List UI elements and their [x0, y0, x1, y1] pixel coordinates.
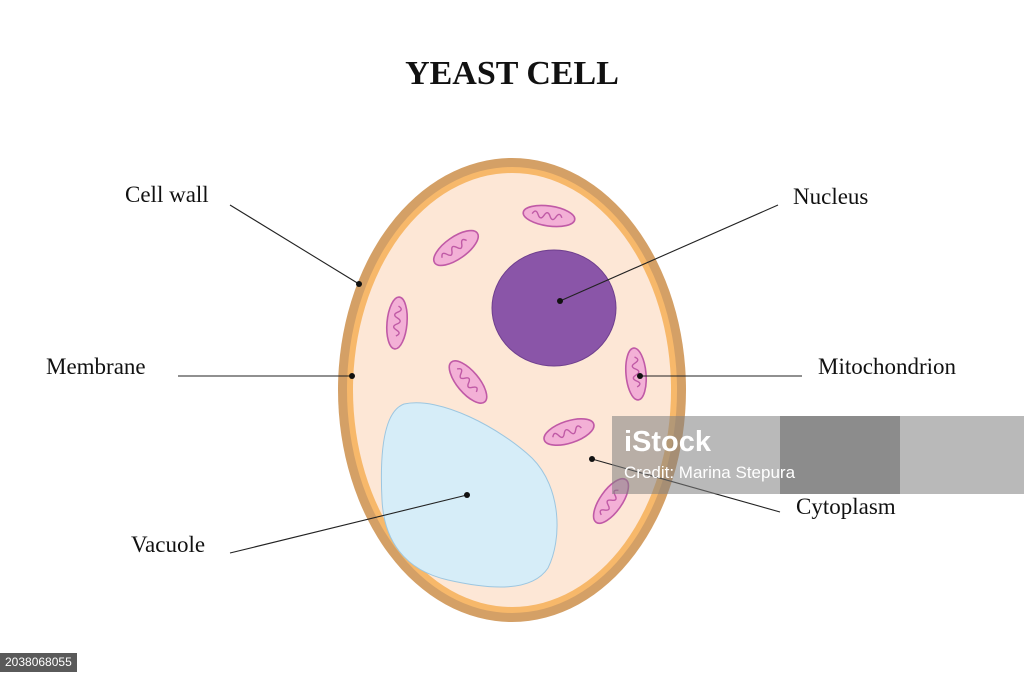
mitochondrion: [385, 296, 409, 350]
diagram-title: YEAST CELL: [405, 55, 619, 92]
label-mitochondrion: Mitochondrion: [818, 354, 956, 379]
mitochondrion: [522, 204, 576, 228]
pointer-dot-cell-wall: [356, 281, 362, 287]
watermark-brand: iStock: [624, 426, 712, 458]
labels: Cell wall Membrane Vacuole Nucleus Mitoc…: [46, 182, 956, 557]
watermark: iStock Credit: Marina Stepura: [612, 416, 1024, 494]
mitochondrion: [448, 360, 488, 404]
watermark-band: [612, 416, 1024, 494]
nucleus: [491, 249, 617, 367]
pointer-dot-cytoplasm: [589, 456, 595, 462]
watermark-shade: [780, 416, 900, 494]
label-cell-wall: Cell wall: [125, 182, 209, 207]
mitochondrion: [432, 229, 480, 267]
mitochondrion: [624, 347, 648, 401]
image-id-badge: 2038068055: [0, 653, 77, 672]
pointer-dot-nucleus: [557, 298, 563, 304]
label-membrane: Membrane: [46, 354, 146, 379]
mitochondria: [385, 204, 648, 525]
watermark-credit: Credit: Marina Stepura: [624, 463, 796, 482]
label-vacuole: Vacuole: [131, 532, 205, 557]
pointer-dot-membrane: [349, 373, 355, 379]
pointer-dot-vacuole: [464, 492, 470, 498]
pointer-dot-mitochondrion: [637, 373, 643, 379]
leader-vacuole: [229, 494, 468, 554]
leader-cell-wall: [229, 204, 360, 285]
label-cytoplasm: Cytoplasm: [796, 494, 896, 519]
leader-nucleus: [559, 204, 779, 302]
mitochondrion: [543, 418, 595, 446]
label-nucleus: Nucleus: [793, 184, 868, 209]
